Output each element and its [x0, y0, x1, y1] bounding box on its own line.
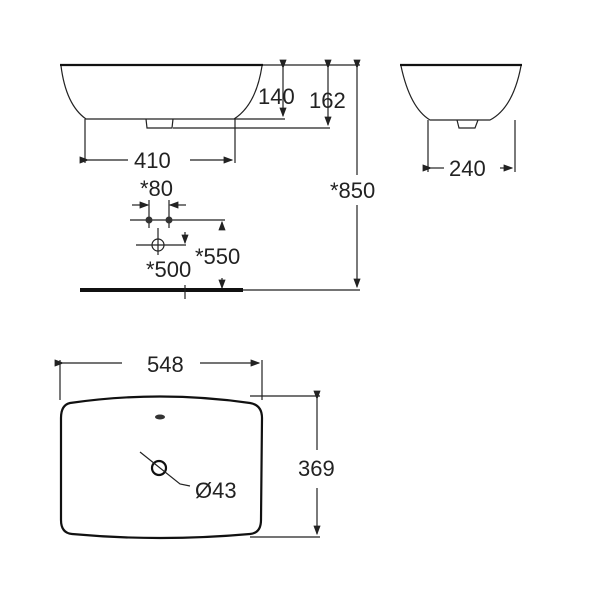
drain-outlet: [456, 119, 479, 129]
top-view: 548 369 Ø43: [54, 352, 335, 540]
dim-548: 548: [147, 352, 184, 377]
side-view: 240: [400, 63, 522, 181]
leader-line: [139, 451, 191, 487]
supply-point-right: [165, 216, 173, 224]
front-view: 140 162 410 *850: [60, 59, 375, 289]
bowl-outline: [400, 65, 522, 121]
waste-hole: [150, 459, 168, 477]
dim-410: 410: [134, 148, 171, 173]
dim-850: *850: [330, 178, 375, 203]
bowl-outline: [60, 65, 263, 120]
waste-point: [151, 238, 165, 252]
dim-80: *80: [140, 176, 173, 201]
dim-162: 162: [309, 88, 346, 113]
dim-43: Ø43: [195, 478, 237, 503]
rough-in-view: *80 *500 *550: [80, 176, 360, 299]
supply-point-left: [145, 216, 153, 224]
dim-550: *550: [195, 244, 240, 269]
basin-outline: [59, 395, 264, 540]
overflow-hole: [155, 414, 165, 420]
dim-369: 369: [298, 456, 335, 481]
dim-140: 140: [258, 84, 295, 109]
dim-500: *500: [146, 257, 191, 282]
drain-outlet: [145, 118, 174, 129]
dim-240: 240: [449, 156, 486, 181]
